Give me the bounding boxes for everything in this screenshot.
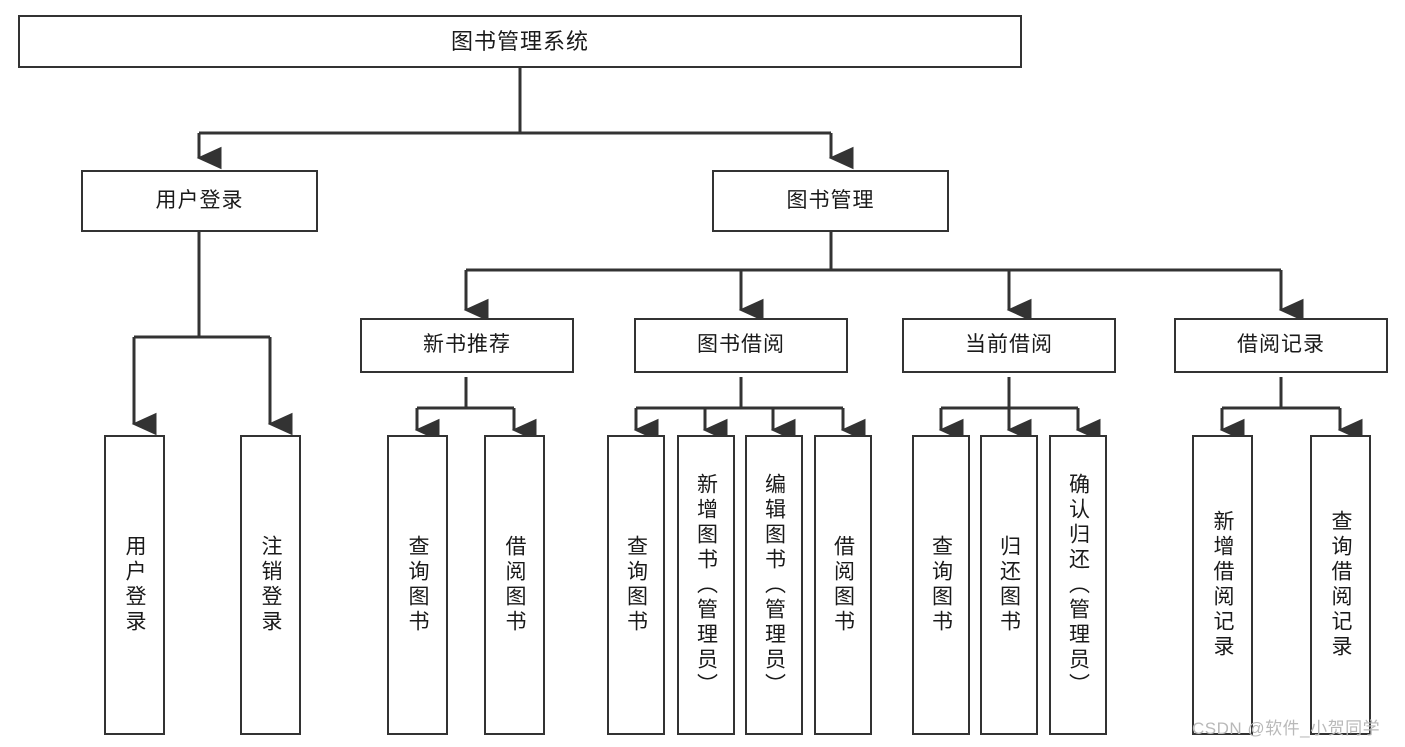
node-root-system[interactable]: 图书管理系统 <box>18 15 1022 68</box>
leaf-current-query-book[interactable]: 查询图书 <box>912 435 970 735</box>
node-label: 图书借阅 <box>697 333 785 357</box>
leaf-borrow-query-book[interactable]: 查询图书 <box>607 435 665 735</box>
leaf-recommend-borrow-book[interactable]: 借阅图书 <box>484 435 545 735</box>
node-label: 新书推荐 <box>423 333 511 357</box>
leaf-recommend-query-book[interactable]: 查询图书 <box>387 435 448 735</box>
node-label: 归还图书 <box>997 535 1021 635</box>
node-label: 用户登录 <box>123 535 146 635</box>
node-book-management[interactable]: 图书管理 <box>712 170 949 232</box>
node-label: 查询图书 <box>929 535 953 635</box>
leaf-record-query-record[interactable]: 查询借阅记录 <box>1310 435 1371 735</box>
node-label: 注销登录 <box>259 535 282 635</box>
leaf-borrow-edit-book-admin[interactable]: 编辑图书（管理员） <box>745 435 803 735</box>
node-current-borrow[interactable]: 当前借阅 <box>902 318 1116 373</box>
leaf-user-login-logout[interactable]: 注销登录 <box>240 435 301 735</box>
leaf-user-login-signin[interactable]: 用户登录 <box>104 435 165 735</box>
leaf-current-return-book[interactable]: 归还图书 <box>980 435 1038 735</box>
node-label: 图书管理 <box>786 188 875 212</box>
leaf-record-add-record[interactable]: 新增借阅记录 <box>1192 435 1253 735</box>
node-label: 借阅图书 <box>831 535 855 635</box>
node-label: 确认归还（管理员） <box>1066 472 1090 698</box>
node-new-book-recommend[interactable]: 新书推荐 <box>360 318 574 373</box>
node-label: 图书管理系统 <box>450 28 589 54</box>
node-label: 借阅图书 <box>503 535 526 635</box>
node-label: 查询图书 <box>624 535 648 635</box>
csdn-watermark: CSDN @软件_小贺同学 <box>1192 719 1381 738</box>
node-label: 编辑图书（管理员） <box>762 472 786 698</box>
leaf-borrow-add-book-admin[interactable]: 新增图书（管理员） <box>677 435 735 735</box>
node-user-login[interactable]: 用户登录 <box>81 170 318 232</box>
node-borrow-record[interactable]: 借阅记录 <box>1174 318 1388 373</box>
node-label: 查询图书 <box>406 535 429 635</box>
node-label: 新增图书（管理员） <box>694 472 718 698</box>
node-label: 借阅记录 <box>1237 333 1325 357</box>
node-label: 新增借阅记录 <box>1211 510 1234 660</box>
node-label: 当前借阅 <box>965 333 1053 357</box>
node-book-borrow[interactable]: 图书借阅 <box>634 318 848 373</box>
leaf-current-confirm-return-admin[interactable]: 确认归还（管理员） <box>1049 435 1107 735</box>
leaf-borrow-borrow-book[interactable]: 借阅图书 <box>814 435 872 735</box>
node-label: 用户登录 <box>155 188 244 212</box>
node-label: 查询借阅记录 <box>1329 510 1352 660</box>
